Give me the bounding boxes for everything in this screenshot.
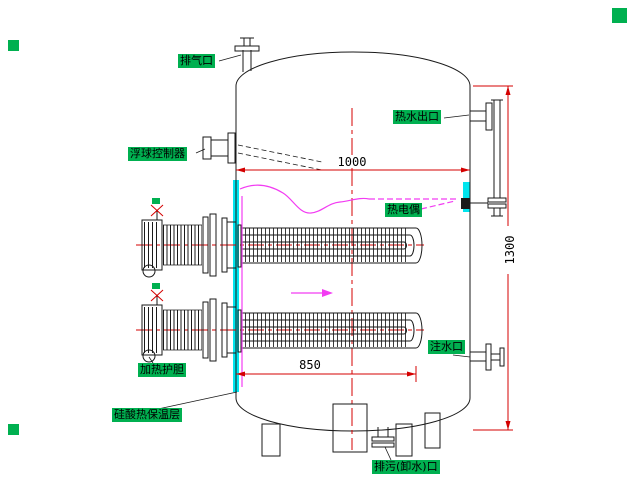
hot-water-outlet-nozzle [470,99,507,217]
label-hot-water-outlet: 热水出口 [393,110,441,124]
thermocouple-fitting [461,198,470,209]
label-float-controller: 浮球控制器 [128,147,187,161]
label-insulation: 硅酸热保温层 [112,408,182,422]
label-water-inlet: 注水口 [428,340,465,354]
heater-unit-2 [136,283,424,362]
support-leg [424,412,441,449]
corner-marker-bottom-left [8,424,19,435]
label-vent-port: 排气口 [178,54,215,68]
corner-marker-top-left [8,40,19,51]
support-leg [395,423,413,457]
label-thermocouple: 热电偶 [385,203,422,217]
dimension-850-text: 850 [299,358,321,372]
tank-vessel [235,51,471,432]
support-legs [261,403,441,457]
dimension-1300: 1300 [473,85,517,431]
dimension-1000: 1000 [236,155,470,173]
vent-pipe [234,37,260,72]
dimension-1000-text: 1000 [338,155,367,169]
water-inlet-nozzle [470,343,505,371]
drain-valve [371,427,395,448]
label-drain-port: 排污(卸水)口 [372,460,440,474]
dimension-1300-text: 1300 [503,236,517,265]
heater-unit-1 [136,198,424,277]
corner-marker-top-right [612,8,627,23]
flow-arrow [291,289,333,297]
float-controller [202,132,323,171]
support-leg [261,423,281,457]
label-heater: 加热护胆 [138,363,186,377]
dimension-850: 850 [236,358,417,382]
center-sump [332,403,368,453]
corner-markers [8,8,627,435]
label-leaders [148,54,471,461]
water-level-line [239,184,459,387]
